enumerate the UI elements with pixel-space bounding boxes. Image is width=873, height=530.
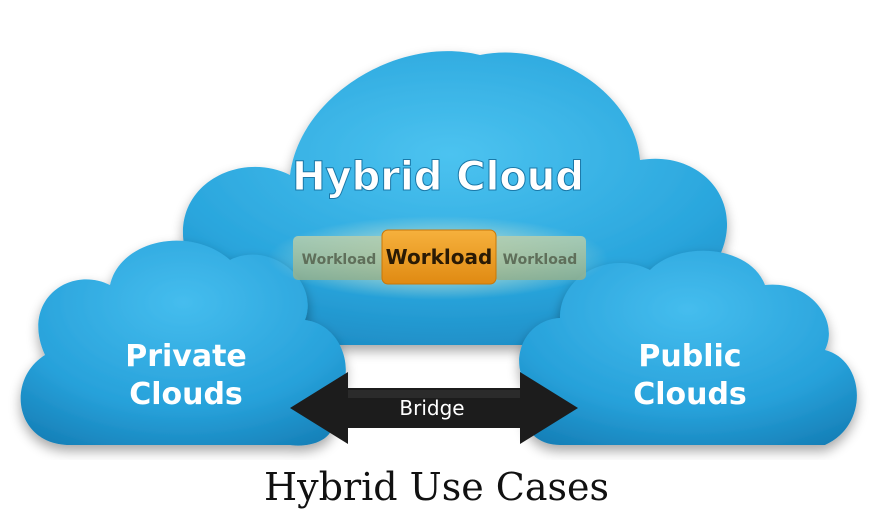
workload-left-label: Workload	[302, 252, 377, 268]
private-clouds-line2: Clouds	[129, 377, 243, 412]
diagram-caption: Hybrid Use Cases	[264, 465, 609, 509]
bridge-label: Bridge	[399, 396, 464, 420]
public-clouds-line2: Clouds	[633, 377, 747, 412]
diagram-canvas: Workload Workload Workload Hybrid Cloud …	[20, 51, 857, 446]
public-clouds-line1: Public	[638, 339, 741, 374]
workload-right-box	[494, 236, 586, 280]
workload-center-label: Workload	[386, 245, 493, 269]
private-cloud-shape	[20, 240, 346, 446]
workload-left-box	[293, 236, 385, 280]
hybrid-cloud-label: Hybrid Cloud	[292, 154, 584, 200]
workload-center-box	[381, 229, 497, 285]
bridge-arrow	[290, 372, 578, 444]
workload-right-label: Workload	[503, 252, 578, 268]
private-clouds-line1: Private	[125, 339, 247, 374]
public-cloud-shape	[519, 250, 857, 445]
